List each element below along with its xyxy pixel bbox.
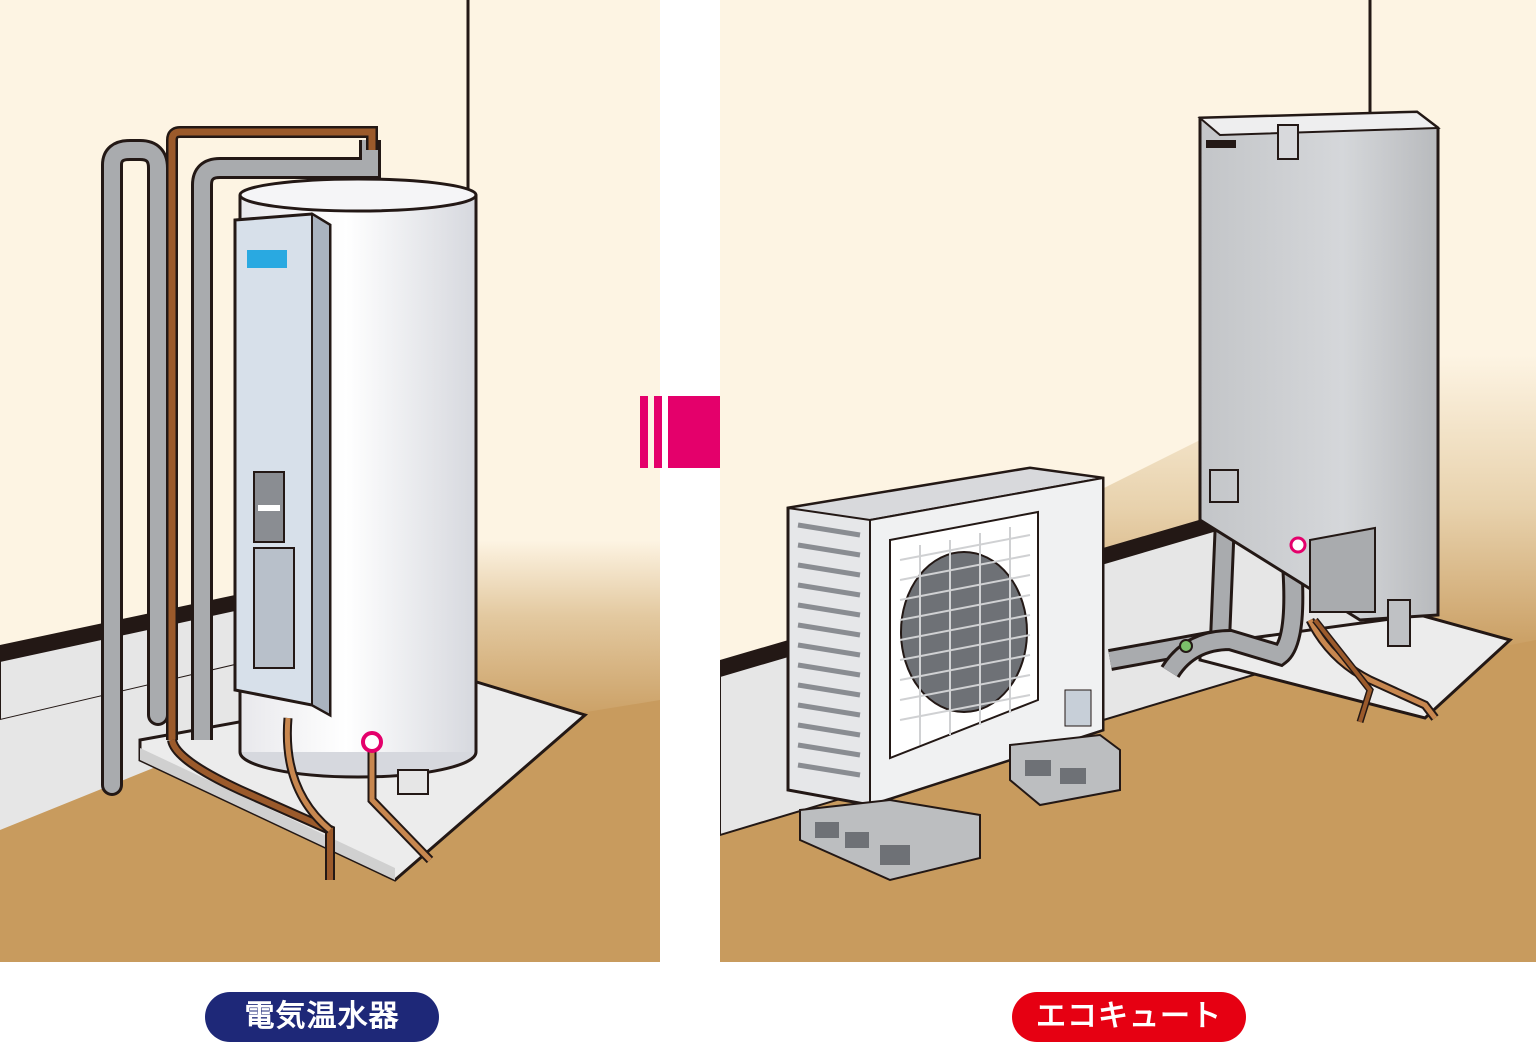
ecocute-illustration <box>720 0 1536 962</box>
ecocute-label: エコキュート <box>1012 992 1246 1042</box>
electric-water-heater-illustration <box>0 0 660 962</box>
concrete-blocks <box>799 733 1121 882</box>
fan-icon <box>900 551 1028 713</box>
electric-water-heater-label: 電気温水器 <box>205 992 439 1042</box>
display-label <box>247 250 287 268</box>
